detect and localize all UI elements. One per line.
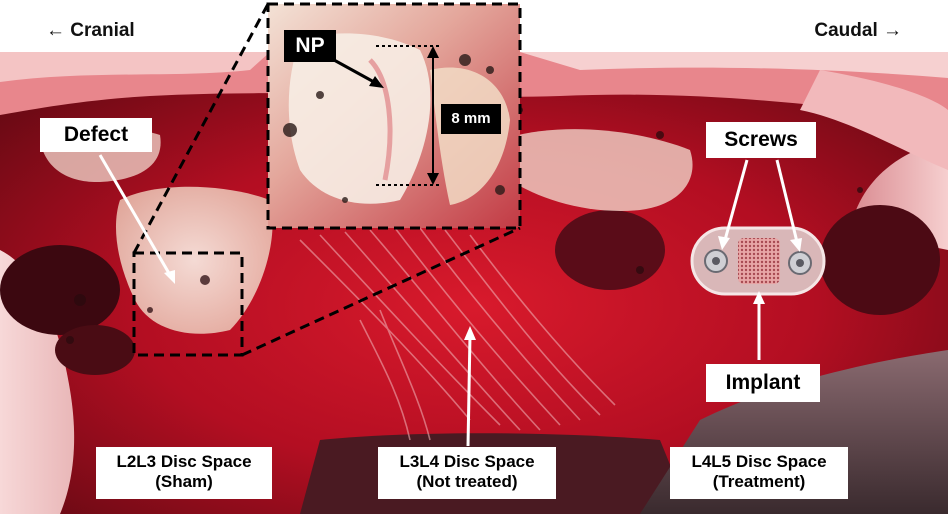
annotation-arrows — [98, 154, 802, 447]
l2l3-disc-space-label: L2L3 Disc Space (Sham) — [96, 447, 272, 499]
l2l3-disc-area — [115, 186, 273, 334]
measurement-label: 8 mm — [441, 104, 501, 134]
l3l4-label-line2: (Not treated) — [416, 471, 518, 491]
l4l5-disc-space-label: L4L5 Disc Space (Treatment) — [670, 447, 848, 499]
l4l5-label-line2: (Treatment) — [712, 471, 806, 491]
l2l3-label-line1: L2L3 Disc Space — [116, 452, 252, 471]
implant-plate — [690, 226, 826, 296]
screw-right-icon — [788, 251, 812, 275]
defect-zoom-box — [132, 251, 244, 357]
np-arrow — [333, 58, 375, 84]
screw-left-icon — [704, 249, 728, 273]
defect-label: Defect — [40, 118, 152, 152]
implant-label: Implant — [706, 364, 820, 402]
cranial-direction-label: ← Cranial — [46, 20, 135, 41]
caudal-direction-label: Caudal → — [814, 20, 902, 41]
l3l4-label-line1: L3L4 Disc Space — [399, 452, 535, 471]
l3l4-disc-space-label: L3L4 Disc Space (Not treated) — [378, 447, 556, 499]
l2l3-label-line2: (Sham) — [155, 471, 213, 491]
screws-label: Screws — [706, 122, 816, 158]
l4l5-label-line1: L4L5 Disc Space — [691, 452, 827, 471]
np-label: NP — [284, 30, 336, 62]
